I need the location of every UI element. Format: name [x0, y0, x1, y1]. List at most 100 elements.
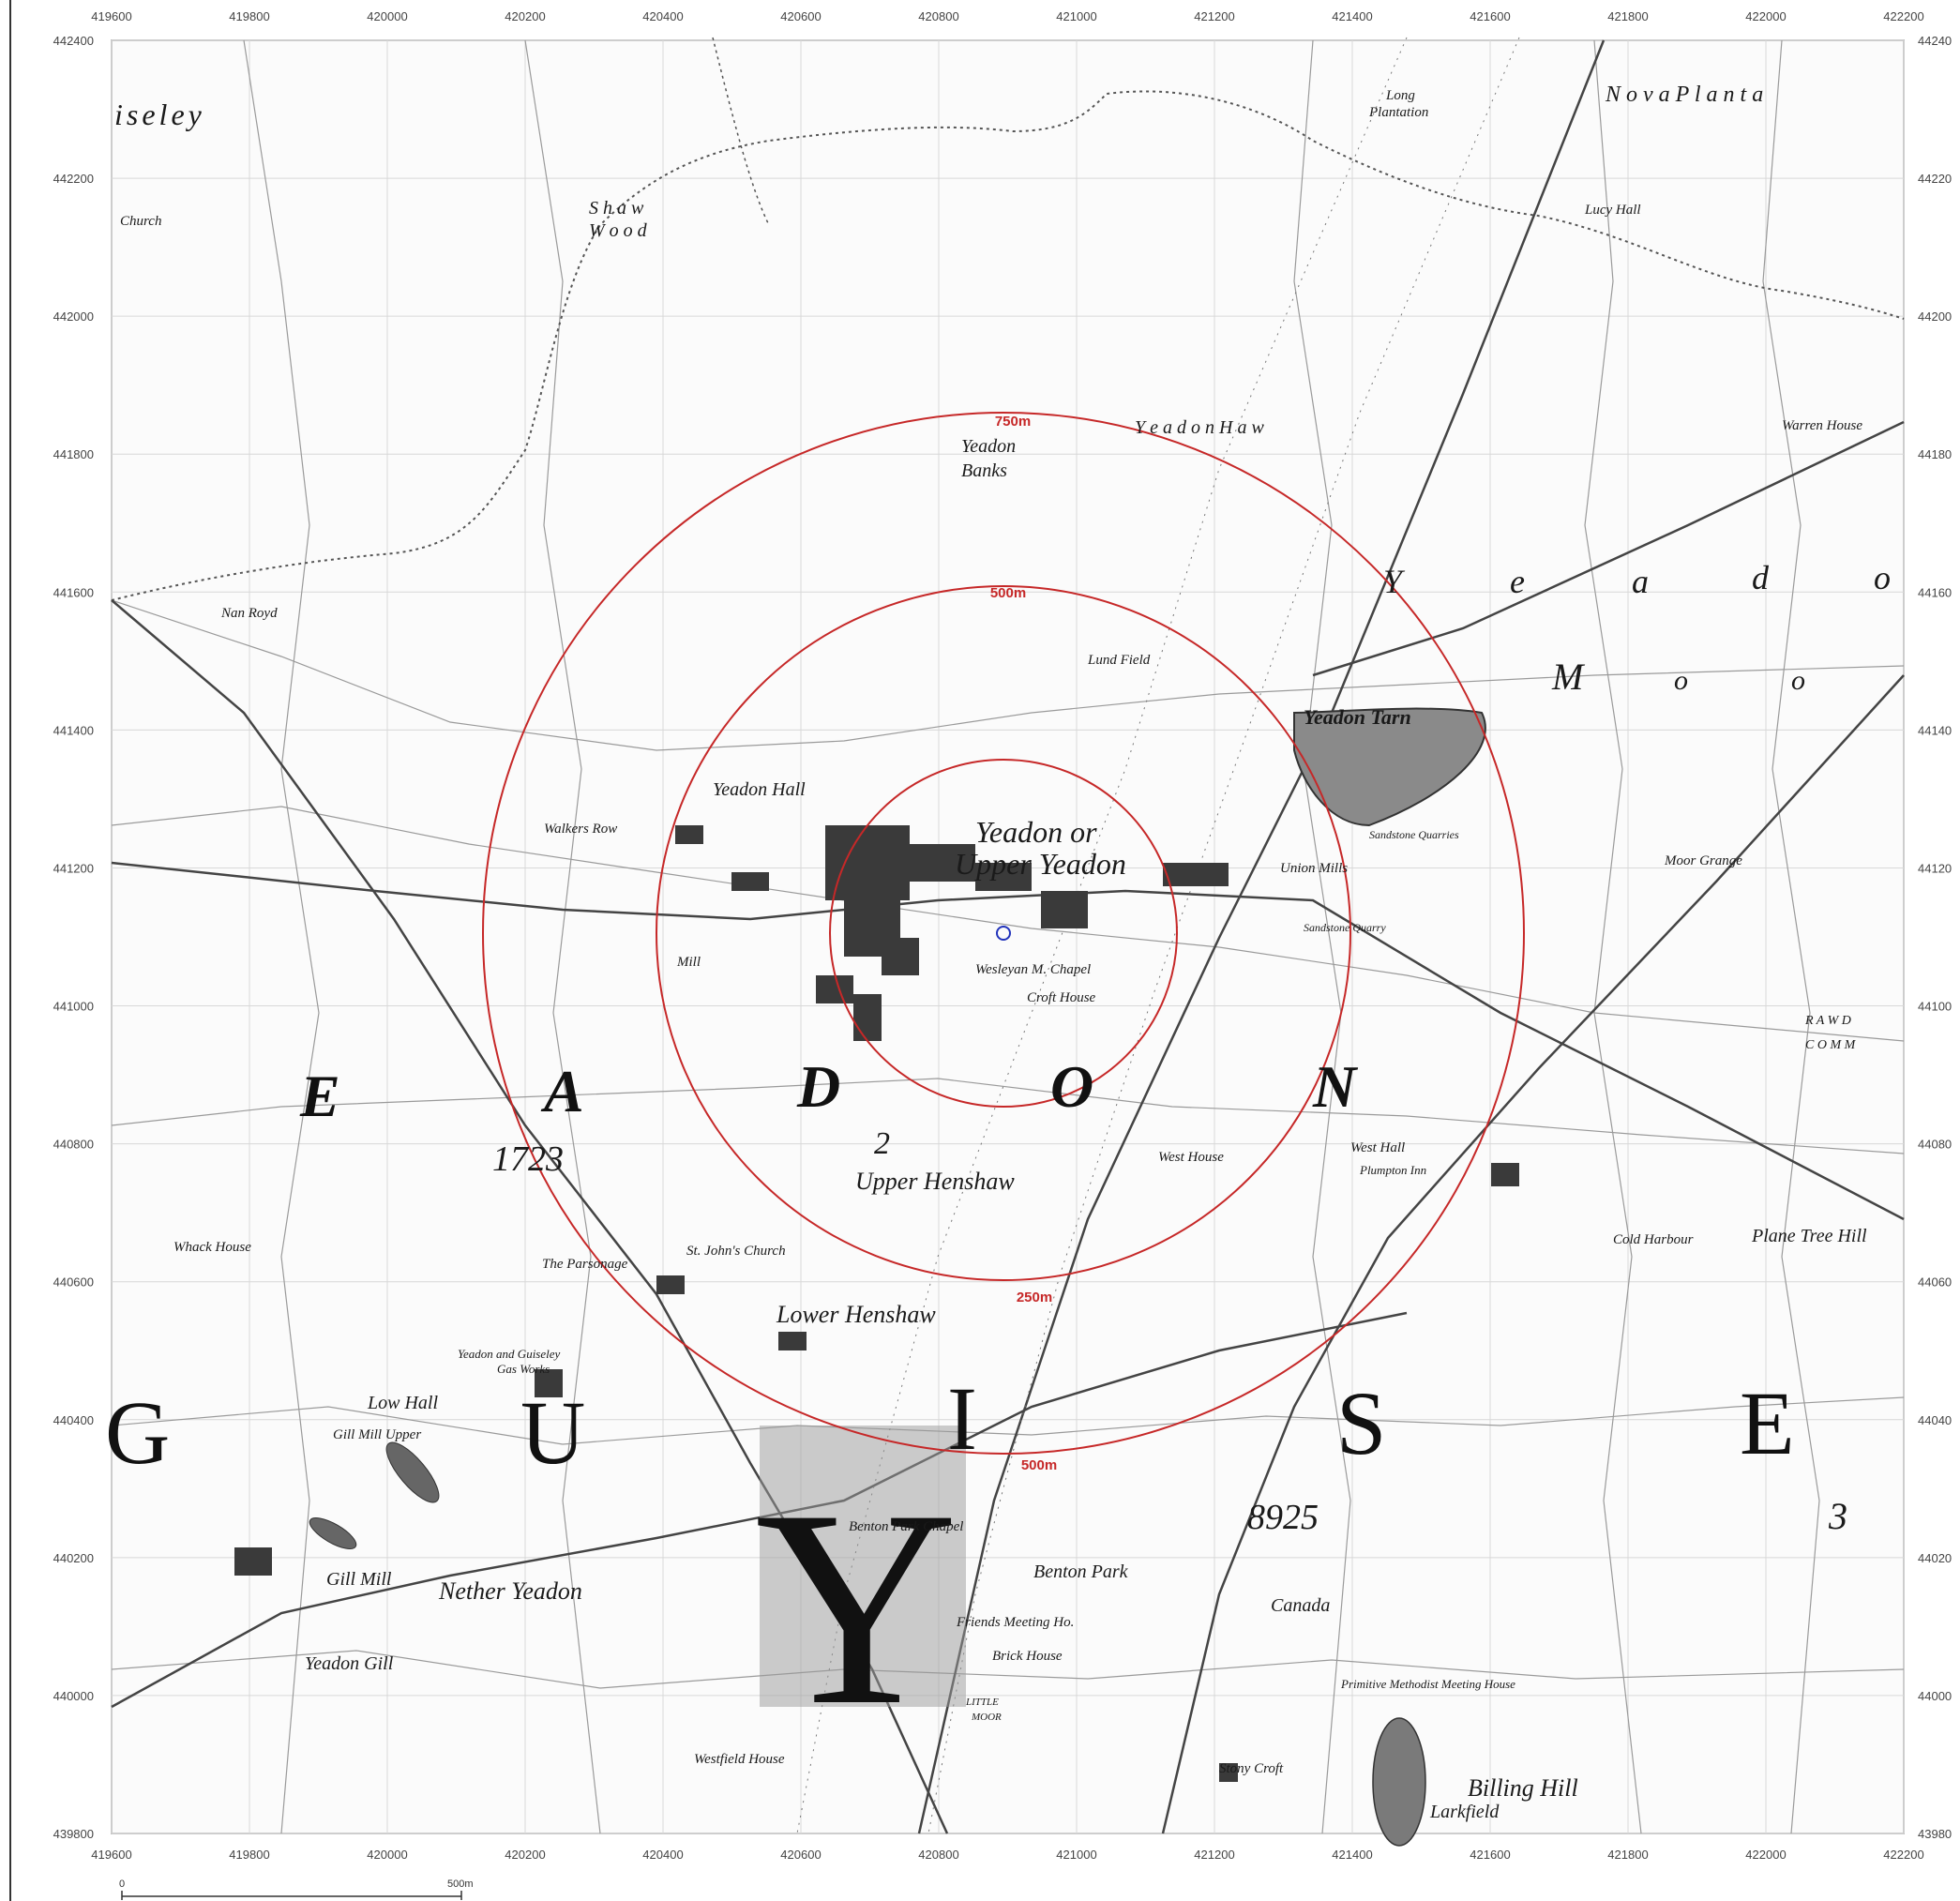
scale-end-label: 500m [447, 1878, 474, 1890]
x-tick-top-label: 422000 [1745, 9, 1786, 23]
label-moor-m: M [1551, 656, 1586, 698]
x-tick-top-label: 420800 [918, 9, 958, 23]
label-8925: 8925 [1247, 1498, 1319, 1537]
yeadon-letter-a: A [540, 1058, 584, 1124]
label-little: LITTLE [965, 1697, 999, 1708]
label-sandstone-quarries: Sandstone Quarries [1369, 828, 1459, 841]
y-tick-right-label: 44040 [1918, 1413, 1952, 1427]
label-sandstone-quarry: Sandstone Quarry [1304, 921, 1386, 934]
x-tick-bottom-label: 422200 [1883, 1848, 1923, 1862]
guiseley-letter-g: G [105, 1382, 170, 1483]
x-tick-bottom-label: 421600 [1470, 1848, 1510, 1862]
y-tick-right-label: 44160 [1918, 585, 1952, 599]
y-tick-right-label: 44100 [1918, 1000, 1952, 1014]
label-guiseley: iseley [114, 98, 205, 131]
x-tick-bottom-label: 421000 [1056, 1848, 1096, 1862]
x-tick-bottom-label: 422000 [1745, 1848, 1786, 1862]
label-primitive-methodist: Primitive Methodist Meeting House [1340, 1677, 1515, 1691]
guiseley-letter-u: U [520, 1382, 585, 1483]
label-moor-grange: Moor Grange [1664, 853, 1742, 868]
x-tick-bottom-label: 420800 [918, 1848, 958, 1862]
parish-lettering: E A D O N G U I S E Y [105, 1053, 1795, 1763]
y-tick-left-label: 441200 [53, 861, 94, 875]
x-tick-top-label: 419800 [229, 9, 269, 23]
label-parsonage: The Parsonage [542, 1257, 628, 1272]
label-yeadon-moor-y: Y [1383, 563, 1406, 600]
x-tick-bottom-label: 421400 [1332, 1848, 1372, 1862]
label-num-2: 2 [874, 1126, 890, 1161]
y-tick-right-label: 44060 [1918, 1275, 1952, 1290]
label-benton-park-chapel: Benton Park Chapel [849, 1519, 963, 1534]
big-y-shade [760, 1426, 966, 1707]
label-nova-plantation: N o v a P l a n t a [1605, 83, 1763, 107]
x-tick-bottom-label: 421800 [1607, 1848, 1648, 1862]
label-gas-works-1: Yeadon and Guiseley [458, 1347, 561, 1361]
y-tick-right-label: 44020 [1918, 1551, 1952, 1565]
page-border [9, 0, 1954, 1901]
yeadon-letter-o: O [1050, 1053, 1093, 1120]
label-gill-mill: Gill Mill [326, 1569, 392, 1590]
y-tick-left-label: 441400 [53, 723, 94, 737]
ring-distance-label: 500m [1021, 1457, 1057, 1473]
x-tick-top-label: 420400 [642, 9, 683, 23]
place-names: iseley Church S h a w W o o d Long Plant… [114, 83, 1891, 1822]
label-canada: Canada [1271, 1595, 1330, 1616]
label-wood: W o o d [589, 220, 648, 241]
label-upper-henshaw: Upper Henshaw [855, 1168, 1015, 1195]
label-num-3: 3 [1828, 1495, 1847, 1537]
label-moor-o2: o [1791, 665, 1805, 696]
label-yeadon-or: Yeadon or [975, 815, 1097, 849]
label-whack-house: Whack House [173, 1240, 251, 1255]
label-friends-meeting: Friends Meeting Ho. [956, 1615, 1074, 1630]
label-yeadon-tarn: Yeadon Tarn [1304, 705, 1411, 729]
y-tick-right-label: 44200 [1918, 309, 1952, 324]
y-tick-left-label: 441600 [53, 585, 94, 599]
label-gill-mill-upper: Gill Mill Upper [333, 1427, 421, 1442]
y-tick-left-label: 440600 [53, 1275, 94, 1290]
label-low-hall: Low Hall [367, 1393, 438, 1413]
road-nether [111, 1311, 1408, 1709]
label-church: Church [120, 214, 161, 229]
y-tick-left-label: 442200 [53, 172, 94, 186]
label-yeadon-hall: Yeadon Hall [713, 779, 806, 800]
label-westfield-house: Westfield House [694, 1752, 785, 1767]
x-tick-bottom-label: 420000 [367, 1848, 407, 1862]
town-buildings [234, 825, 1519, 1782]
reservoir-lower [309, 1517, 357, 1549]
y-tick-right-label: 44240 [1918, 34, 1952, 48]
y-tick-left-label: 440800 [53, 1138, 94, 1152]
label-stony-croft: Stony Croft [1219, 1761, 1284, 1776]
y-tick-left-label: 442000 [53, 309, 94, 324]
scale-start-label: 0 [119, 1878, 125, 1890]
guiseley-letter-e: E [1740, 1373, 1795, 1473]
yeadon-letter-e: E [299, 1063, 340, 1129]
yeadon-letter-n: N [1312, 1053, 1359, 1120]
y-axis-left: 4424004422004420004418004416004414004412… [53, 34, 94, 1841]
y-tick-left-label: 441800 [53, 447, 94, 461]
label-moor: MOOR [971, 1712, 1002, 1723]
tracks [796, 37, 1520, 1834]
label-upper-yeadon: Upper Yeadon [955, 847, 1126, 881]
label-union-mills: Union Mills [1280, 861, 1348, 876]
distance-ring [656, 585, 1351, 1281]
road-high-street [111, 861, 1905, 1221]
distance-ring [482, 412, 1525, 1455]
y-tick-left-label: 439800 [53, 1827, 94, 1841]
label-rawdon-2: C O M M [1805, 1038, 1857, 1052]
label-mill: Mill [676, 955, 701, 970]
label-west-hall: West Hall [1350, 1140, 1405, 1155]
label-rawdon-1: R A W D [1804, 1014, 1851, 1028]
label-lower-henshaw: Lower Henshaw [776, 1301, 936, 1328]
x-tick-top-label: 421800 [1607, 9, 1648, 23]
stream-north [712, 37, 770, 226]
label-billing-hill: Billing Hill [1468, 1774, 1578, 1802]
label-brick-house: Brick House [992, 1649, 1063, 1664]
yeadon-letter-d: D [796, 1053, 840, 1120]
x-tick-top-label: 422200 [1883, 9, 1923, 23]
label-benton-park: Benton Park [1033, 1562, 1129, 1582]
label-st-johns-church: St. John's Church [686, 1244, 786, 1259]
y-tick-left-label: 441000 [53, 1000, 94, 1014]
